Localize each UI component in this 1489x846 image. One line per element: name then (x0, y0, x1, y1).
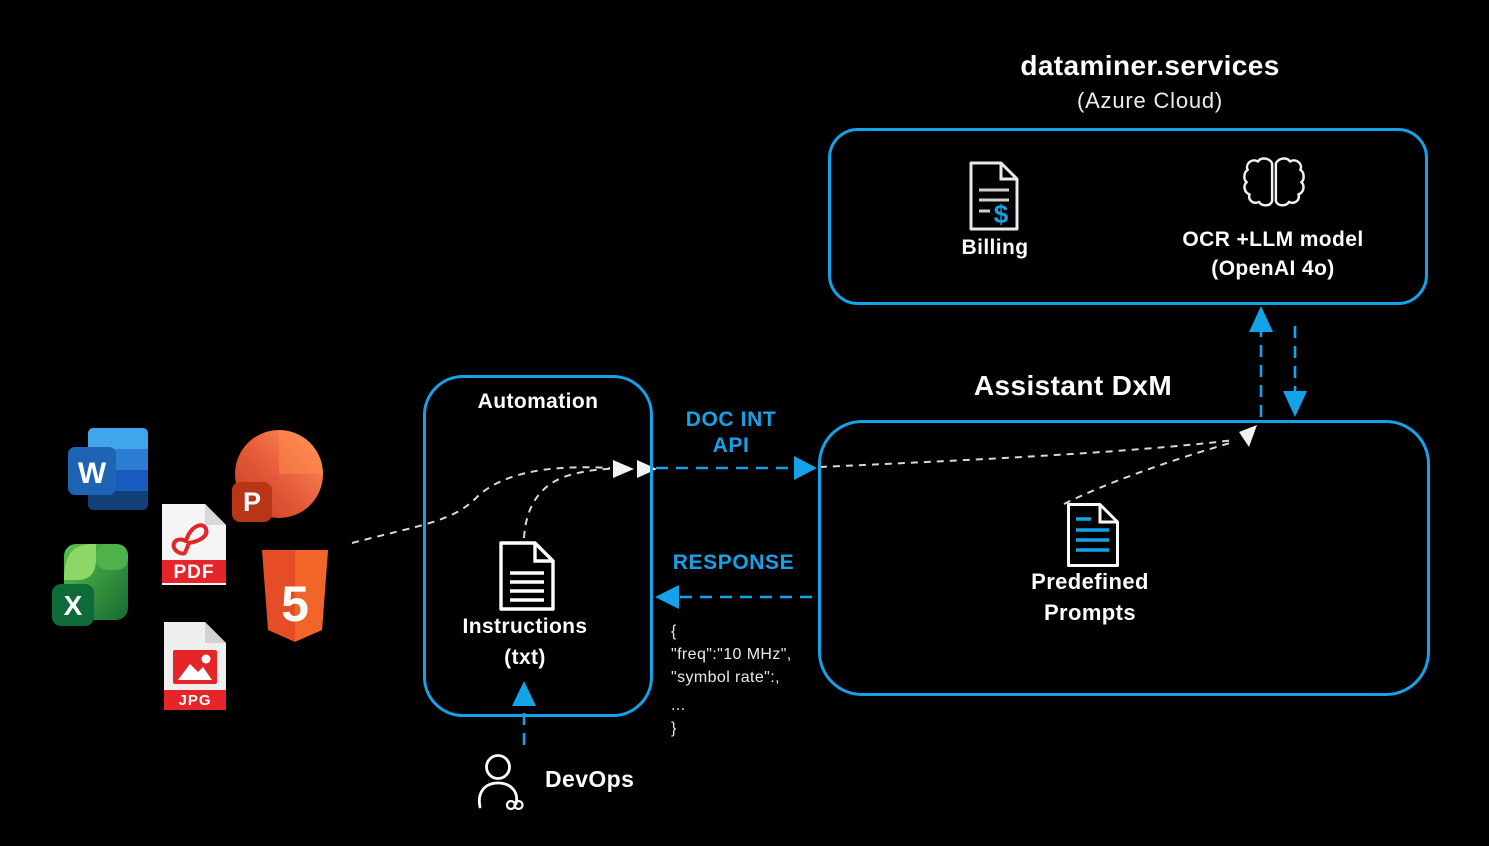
billing-label: Billing (961, 236, 1029, 259)
payload-line: "symbol rate":, (671, 669, 780, 686)
dollar-glyph: $ (994, 199, 1009, 229)
brain-icon (1243, 157, 1305, 207)
jpg-file-icon: JPG (164, 622, 226, 710)
instructions-label-line2: (txt) (504, 646, 546, 669)
jpg-badge-label: JPG (178, 692, 211, 709)
request-arrowhead (794, 456, 817, 480)
automation-title: Automation (477, 390, 599, 413)
assistant-title: Assistant DxM (973, 370, 1173, 401)
html5-file-icon: 5 (262, 550, 328, 642)
model-label-line2: (OpenAI 4o) (1211, 257, 1335, 280)
photo-sun-glyph (201, 654, 211, 664)
excel-badge-letter: X (64, 590, 83, 621)
response-arrowhead (655, 585, 679, 609)
cloud-subtitle: (Azure Cloud) (1076, 88, 1224, 113)
excel-file-icon: X (52, 544, 128, 626)
assistant-to-cloud-arrowhead (1249, 306, 1273, 332)
instructions-label-line1: Instructions (462, 615, 588, 638)
devops-label: DevOps (545, 766, 635, 792)
request-label-line2: API (712, 434, 750, 457)
prompts-label-line1: Predefined (1031, 569, 1149, 594)
acrobat-ribbon-glyph (171, 523, 209, 556)
assistant-box (818, 420, 1430, 696)
billing-invoice-icon: $ (969, 161, 1019, 231)
pdf-badge-label: PDF (174, 562, 215, 583)
devops-person-icon (477, 754, 524, 811)
model-label-line1: OCR +LLM model (1182, 228, 1364, 251)
powerpoint-file-icon: P (232, 430, 323, 522)
word-file-icon: W (68, 428, 148, 510)
pdf-file-icon: PDF (162, 504, 226, 585)
photo-mountain-glyph (178, 664, 212, 680)
request-label-line1: DOC INT (685, 408, 777, 431)
word-badge-letter: W (78, 457, 107, 490)
cloud-title: dataminer.services (1020, 50, 1280, 81)
payload-line: ... (671, 697, 686, 714)
predefined-prompts-doc-icon (1067, 503, 1119, 567)
payload-line: "freq":"10 MHz", (671, 646, 792, 663)
payload-line: { (671, 623, 677, 640)
response-payload: { "freq":"10 MHz", "symbol rate":, ... } (671, 620, 792, 740)
prompts-label-line2: Prompts (1043, 600, 1137, 625)
powerpoint-badge-letter: P (243, 487, 261, 517)
response-label: RESPONSE (672, 551, 795, 574)
automation-box (423, 375, 653, 717)
instructions-doc-icon (499, 541, 555, 611)
cloud-box (828, 128, 1428, 305)
html5-badge-number: 5 (281, 576, 309, 632)
infinity-loop-right (513, 799, 524, 811)
payload-line: } (671, 720, 677, 737)
